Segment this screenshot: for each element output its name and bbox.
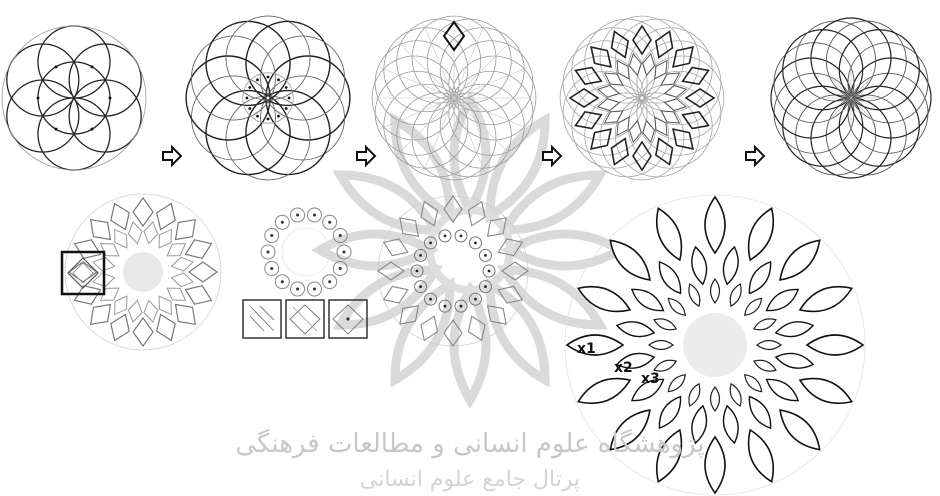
label-x2: x2	[614, 360, 633, 376]
watermark-title: پژوهشگاه علوم انسانی و مطالعات فرهنگی	[235, 428, 704, 459]
right-arrow-icon	[357, 147, 375, 165]
step-2-twelve-circles	[186, 16, 350, 180]
label-x1: x1	[577, 341, 596, 357]
step-1-seed-of-life	[2, 26, 146, 170]
label-x3: x3	[641, 371, 660, 387]
right-arrow-icon	[746, 147, 764, 165]
highlight-square	[62, 252, 104, 294]
tile-variants	[243, 300, 367, 338]
step-6-petal-ring-with-highlight	[65, 194, 221, 350]
watermark-subtitle: پرتال جامع علوم انسانی	[360, 467, 580, 492]
step-5-circle-rosette	[771, 18, 931, 178]
step-4-rosette-emphasized	[560, 16, 724, 180]
right-arrow-icon	[163, 147, 181, 165]
step-7-small-circle-ring	[261, 208, 351, 296]
